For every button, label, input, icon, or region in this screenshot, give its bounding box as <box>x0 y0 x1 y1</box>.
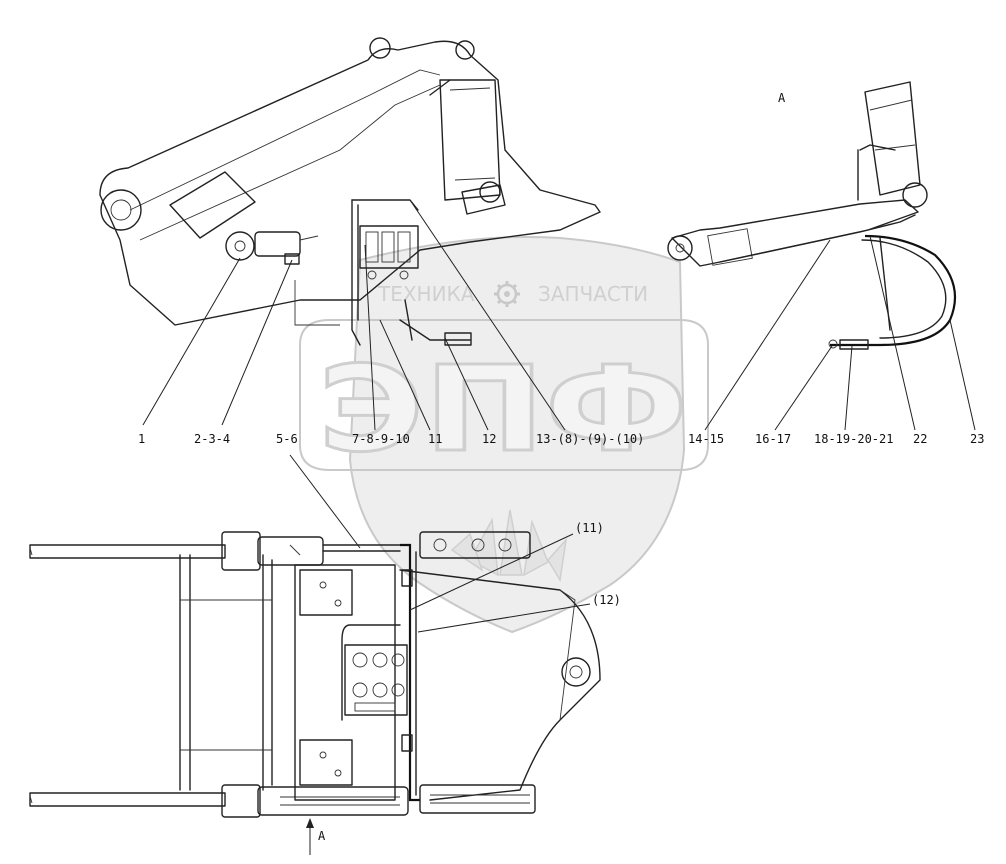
callout-22: 22 <box>913 432 927 446</box>
watermark: ТЕХНИКА ЗАПЧАСТИ ЭПФ <box>299 235 709 634</box>
view-arrow-label: A <box>318 829 326 843</box>
callout-1: 1 <box>138 432 145 446</box>
lift-cylinder-body <box>671 199 919 267</box>
lower-cylinder <box>221 784 409 818</box>
tilt-cylinder <box>225 231 319 265</box>
lower-assembly <box>29 531 601 818</box>
boom-arm <box>99 40 601 326</box>
control-valve-bottom <box>344 644 408 716</box>
callout-labels: 1 2-3-4 5-6 7-8-9-10 11 12 13-(8)-(9)-(1… <box>138 91 984 607</box>
callout-7-8-9-10: 7-8-9-10 <box>352 432 410 446</box>
callout-11: 11 <box>428 432 442 446</box>
view-label-a: A <box>778 91 786 105</box>
watermark-monogram: ЭПФ <box>318 340 688 478</box>
lower-rod <box>29 792 226 807</box>
control-valve-top <box>359 225 419 280</box>
watermark-text-left: ТЕХНИКА <box>377 282 475 306</box>
fittings-top <box>419 531 531 559</box>
watermark-text-right: ЗАПЧАСТИ <box>538 282 648 306</box>
callout-13: 13-(8)-(9)-(10) <box>536 432 644 446</box>
watermark-wheat <box>450 509 568 583</box>
boom-pivot <box>100 189 142 231</box>
callout-18-19-20-21: 18-19-20-21 <box>814 432 893 446</box>
callout-paren-12: (12) <box>592 593 621 607</box>
upper-assembly <box>99 37 601 346</box>
gear-icon <box>494 281 520 307</box>
callout-14-15: 14-15 <box>688 432 724 446</box>
lift-cylinder-assembly <box>667 81 957 350</box>
callout-5-6: 5-6 <box>276 432 298 446</box>
hose-loop <box>830 234 957 347</box>
upper-rod <box>29 544 226 559</box>
callout-23: 23 <box>970 432 984 446</box>
callout-16-17: 16-17 <box>755 432 791 446</box>
callout-paren-11: (11) <box>575 521 604 535</box>
mount-plate <box>294 564 396 801</box>
callout-12: 12 <box>482 432 496 446</box>
callout-2-3-4: 2-3-4 <box>194 432 230 446</box>
upper-cylinder <box>221 531 401 571</box>
fittings-bottom <box>419 784 536 814</box>
leader-lines <box>142 199 976 633</box>
view-arrow-icon <box>306 818 314 855</box>
watermark-rim <box>299 319 709 471</box>
